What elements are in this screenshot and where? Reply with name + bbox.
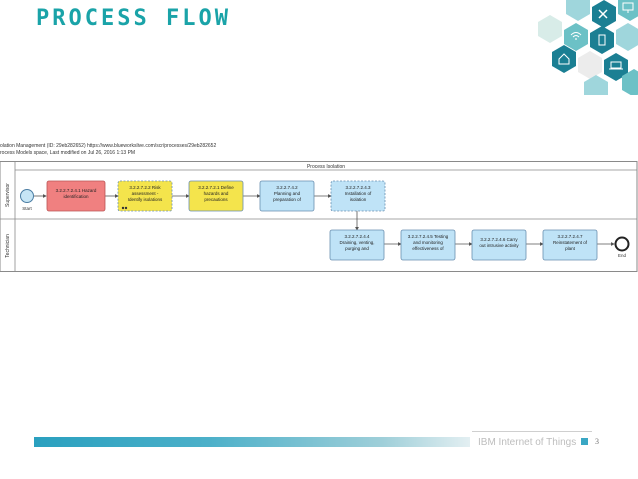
home-icon [558,53,570,65]
svg-text:3.2.2.7.2.2 Risk: 3.2.2.7.2.2 Risk [129,185,161,190]
footer-text: IBM Internet of Things [478,437,577,448]
svg-text:Planning and: Planning and [274,191,301,196]
svg-text:out intrusive activity: out intrusive activity [479,243,519,248]
pool-outline [0,161,638,272]
task-risk-assessment: 3.2.2.7.2.2 Risk assessment - Identify i… [117,180,173,212]
hexagon [616,23,638,51]
hexagon [604,53,628,81]
close-icon [598,9,608,19]
hexagon [564,23,588,51]
svg-text:Installation of: Installation of [345,191,372,196]
svg-text:preparation of: preparation of [273,197,302,202]
svg-text:assessment -: assessment - [132,191,159,196]
footer-divider [472,431,592,432]
decorative-hexagon-cluster [538,0,638,95]
svg-text:3.2.2.7.2.4.7: 3.2.2.7.2.4.7 [557,234,583,239]
hexagon [552,45,576,73]
hexagon [578,51,602,79]
end-label: End [618,253,627,258]
svg-text:isolation: isolation [350,197,367,202]
end-event [614,236,630,252]
task-hazard-identification: 3.2.2.7.2.4.1 Hazard identification [46,180,106,212]
svg-text:Draining, venting,: Draining, venting, [339,240,374,245]
laptop-icon [609,61,623,70]
start-label: Start [22,206,32,211]
hexagon [622,69,638,95]
phone-icon [598,34,606,46]
hexagon [538,15,562,43]
svg-text:hazards and: hazards and [204,191,229,196]
process-header-line-1: olation Management (ID: 29eb282652) http… [0,143,217,149]
task-installation-of-isolation: 3.2.2.7.2.4.3 Installation of isolation [330,180,386,212]
task-draining-venting-purging: 3.2.2.7.2.4.4 Draining, venting, purging… [329,229,385,261]
task-planning-preparation: 3.2.2.7.4.2 Planning and preparation of [259,180,315,212]
hexagon [590,26,614,54]
svg-text:effectiveness of: effectiveness of [412,246,444,251]
svg-text:3.2.2.7.2.4.5 Testing: 3.2.2.7.2.4.5 Testing [408,234,449,239]
svg-text:3.2.2.7.4.2: 3.2.2.7.4.2 [276,185,298,190]
svg-text:3.2.2.7.2.4.1 Hazard: 3.2.2.7.2.4.1 Hazard [56,188,97,193]
svg-text:3.2.2.7.2.4.4: 3.2.2.7.2.4.4 [344,234,370,239]
pool-title: Process Isolation [307,164,345,170]
monitor-icon [622,2,634,13]
wifi-icon [570,32,582,40]
svg-text:3.2.2.7.2.4.6 Carry: 3.2.2.7.2.4.6 Carry [480,237,518,242]
lane-label-supervisor: Supervisor [5,183,11,207]
svg-text:purging and: purging and [345,246,369,251]
task-intrusive-activity: 3.2.2.7.2.4.6 Carry out intrusive activi… [471,229,527,261]
task-testing-monitoring: 3.2.2.7.2.4.5 Testing and monitoring eff… [400,229,456,261]
svg-text:plant: plant [565,246,576,251]
lane-label-technician: Technician [5,234,11,258]
process-header-line-2: rocess Models space, Last modified on Ju… [0,150,136,156]
footer-gradient-bar [34,437,470,447]
process-diagram: Process Isolation Supervisor Technician … [0,161,638,272]
slide-title: PROCESS FLOW [36,6,231,31]
footer-square-icon [581,438,588,445]
svg-text:and monitoring: and monitoring [413,240,443,245]
svg-text:identification: identification [63,194,89,199]
start-event [20,189,34,203]
svg-text:Identify isolations: Identify isolations [128,197,163,202]
hexagon [566,0,590,21]
hexagon [584,75,608,95]
svg-text:3.2.2.7.2.1 Define: 3.2.2.7.2.1 Define [198,185,234,190]
svg-text:precautions: precautions [204,197,228,202]
subprocess-marker-icon [121,206,128,210]
svg-text:3.2.2.7.2.4.3: 3.2.2.7.2.4.3 [345,185,371,190]
page-number: 3 [595,437,599,446]
task-reinstatement-of-plant: 3.2.2.7.2.4.7 Reinstatement of plant [542,229,598,261]
sequence-flows [34,194,615,246]
task-define-hazards: 3.2.2.7.2.1 Define hazards and precautio… [188,180,244,212]
svg-text:Reinstatement of: Reinstatement of [553,240,588,245]
